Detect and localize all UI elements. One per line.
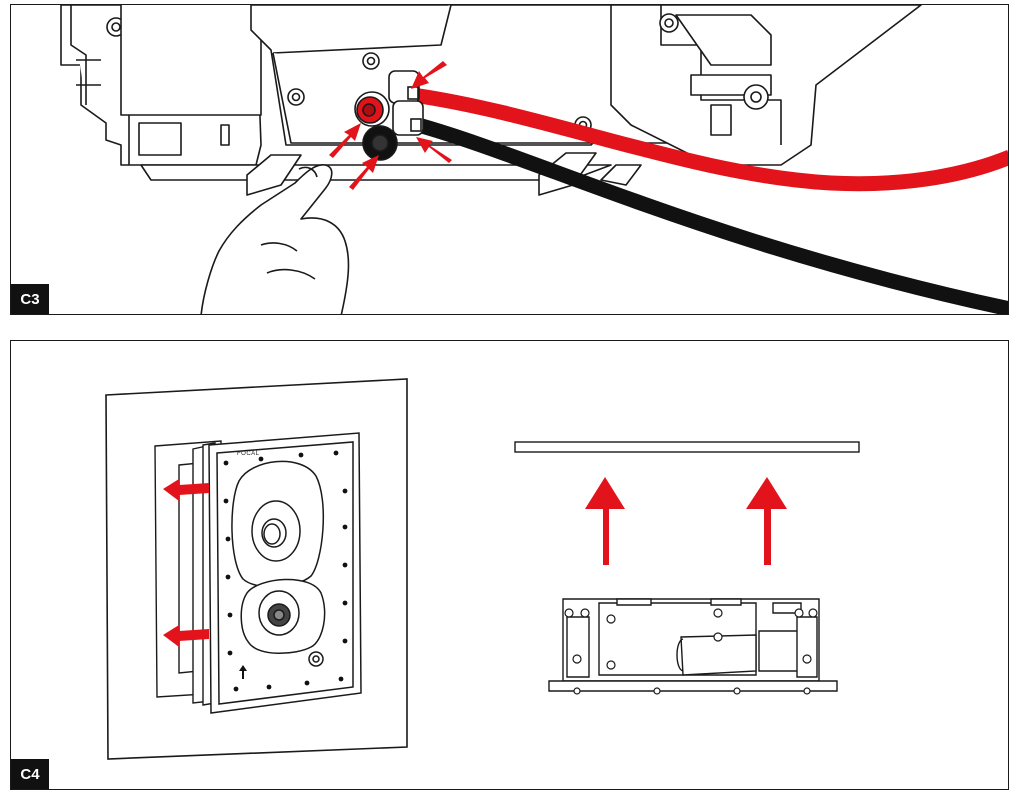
step-panel-c4: FOCAL (10, 340, 1009, 790)
speaker-brand-label: FOCAL (237, 451, 260, 457)
arrow-icon (163, 479, 209, 647)
binding-posts (354, 70, 424, 161)
arrow-icon (329, 61, 452, 190)
in-wall-speaker (208, 432, 362, 714)
ceiling-board (514, 441, 860, 453)
right-bracket (610, 5, 922, 166)
c3-illustration (60, 5, 1008, 314)
step-panel-c3: C3 (10, 4, 1009, 315)
black-speaker-cable (403, 115, 1008, 314)
arrow-icon (585, 477, 787, 565)
step-badge-c3: C3 (11, 284, 49, 314)
screw-dots (223, 450, 348, 692)
red-speaker-cable (411, 87, 1008, 192)
speaker-bottom-view (548, 598, 838, 692)
c4-illustration: FOCAL (105, 378, 860, 760)
focal-logo-icon (239, 665, 247, 679)
step-badge-c4: C4 (11, 759, 49, 789)
hand-illustration (200, 164, 350, 314)
